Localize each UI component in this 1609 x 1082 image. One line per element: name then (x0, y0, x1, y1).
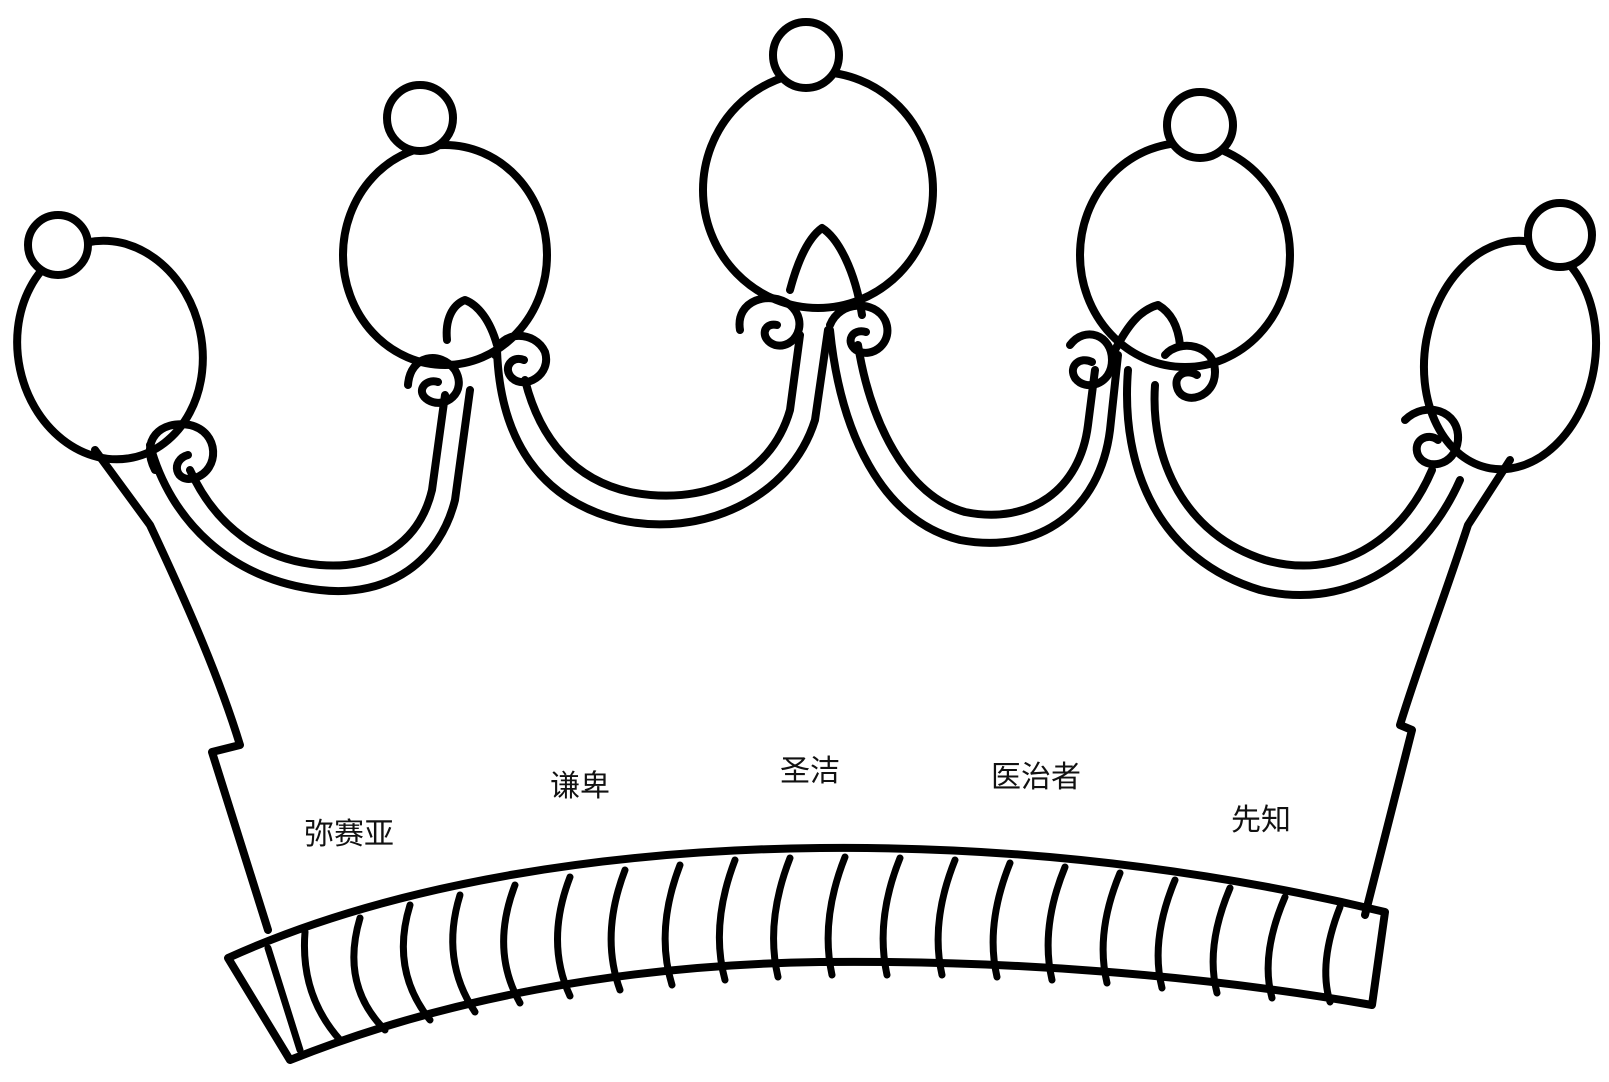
crown-body-outline (91, 446, 1514, 934)
arch-center-left (493, 326, 832, 529)
petal-left (442, 296, 501, 349)
arch-center-right-inner (854, 341, 1099, 519)
curl-8 (1401, 405, 1462, 469)
loop-right (1076, 139, 1294, 371)
curl-7 (1161, 341, 1219, 402)
curl-4 (735, 294, 804, 350)
jewel-left (383, 81, 457, 155)
curl-1 (146, 420, 218, 483)
curl-6 (1066, 330, 1116, 390)
jewel-far-right (1524, 199, 1596, 271)
arch-center-left-inner (521, 331, 804, 500)
loop-center (699, 68, 937, 312)
arch-left-inner (186, 391, 449, 570)
arch-center-right (826, 326, 1122, 547)
petal-center (786, 224, 866, 319)
label-xian-zhi: 先知 (1231, 803, 1291, 838)
label-yi-zhi-zhe: 医治者 (991, 760, 1081, 795)
jewel-center (769, 18, 843, 92)
jewel-right (1163, 88, 1237, 162)
arch-right-inner (1150, 381, 1436, 570)
arch-right (1123, 366, 1464, 600)
petal-right (1111, 301, 1184, 354)
label-sheng-jie: 圣洁 (780, 754, 840, 789)
band-stripes (264, 853, 1344, 1054)
band-outline (224, 843, 1389, 1064)
jewel-far-left (24, 211, 92, 279)
label-mi-sai-ya: 弥赛亚 (304, 817, 394, 852)
arch-left (146, 386, 474, 596)
label-qian-bei: 谦卑 (550, 769, 610, 804)
